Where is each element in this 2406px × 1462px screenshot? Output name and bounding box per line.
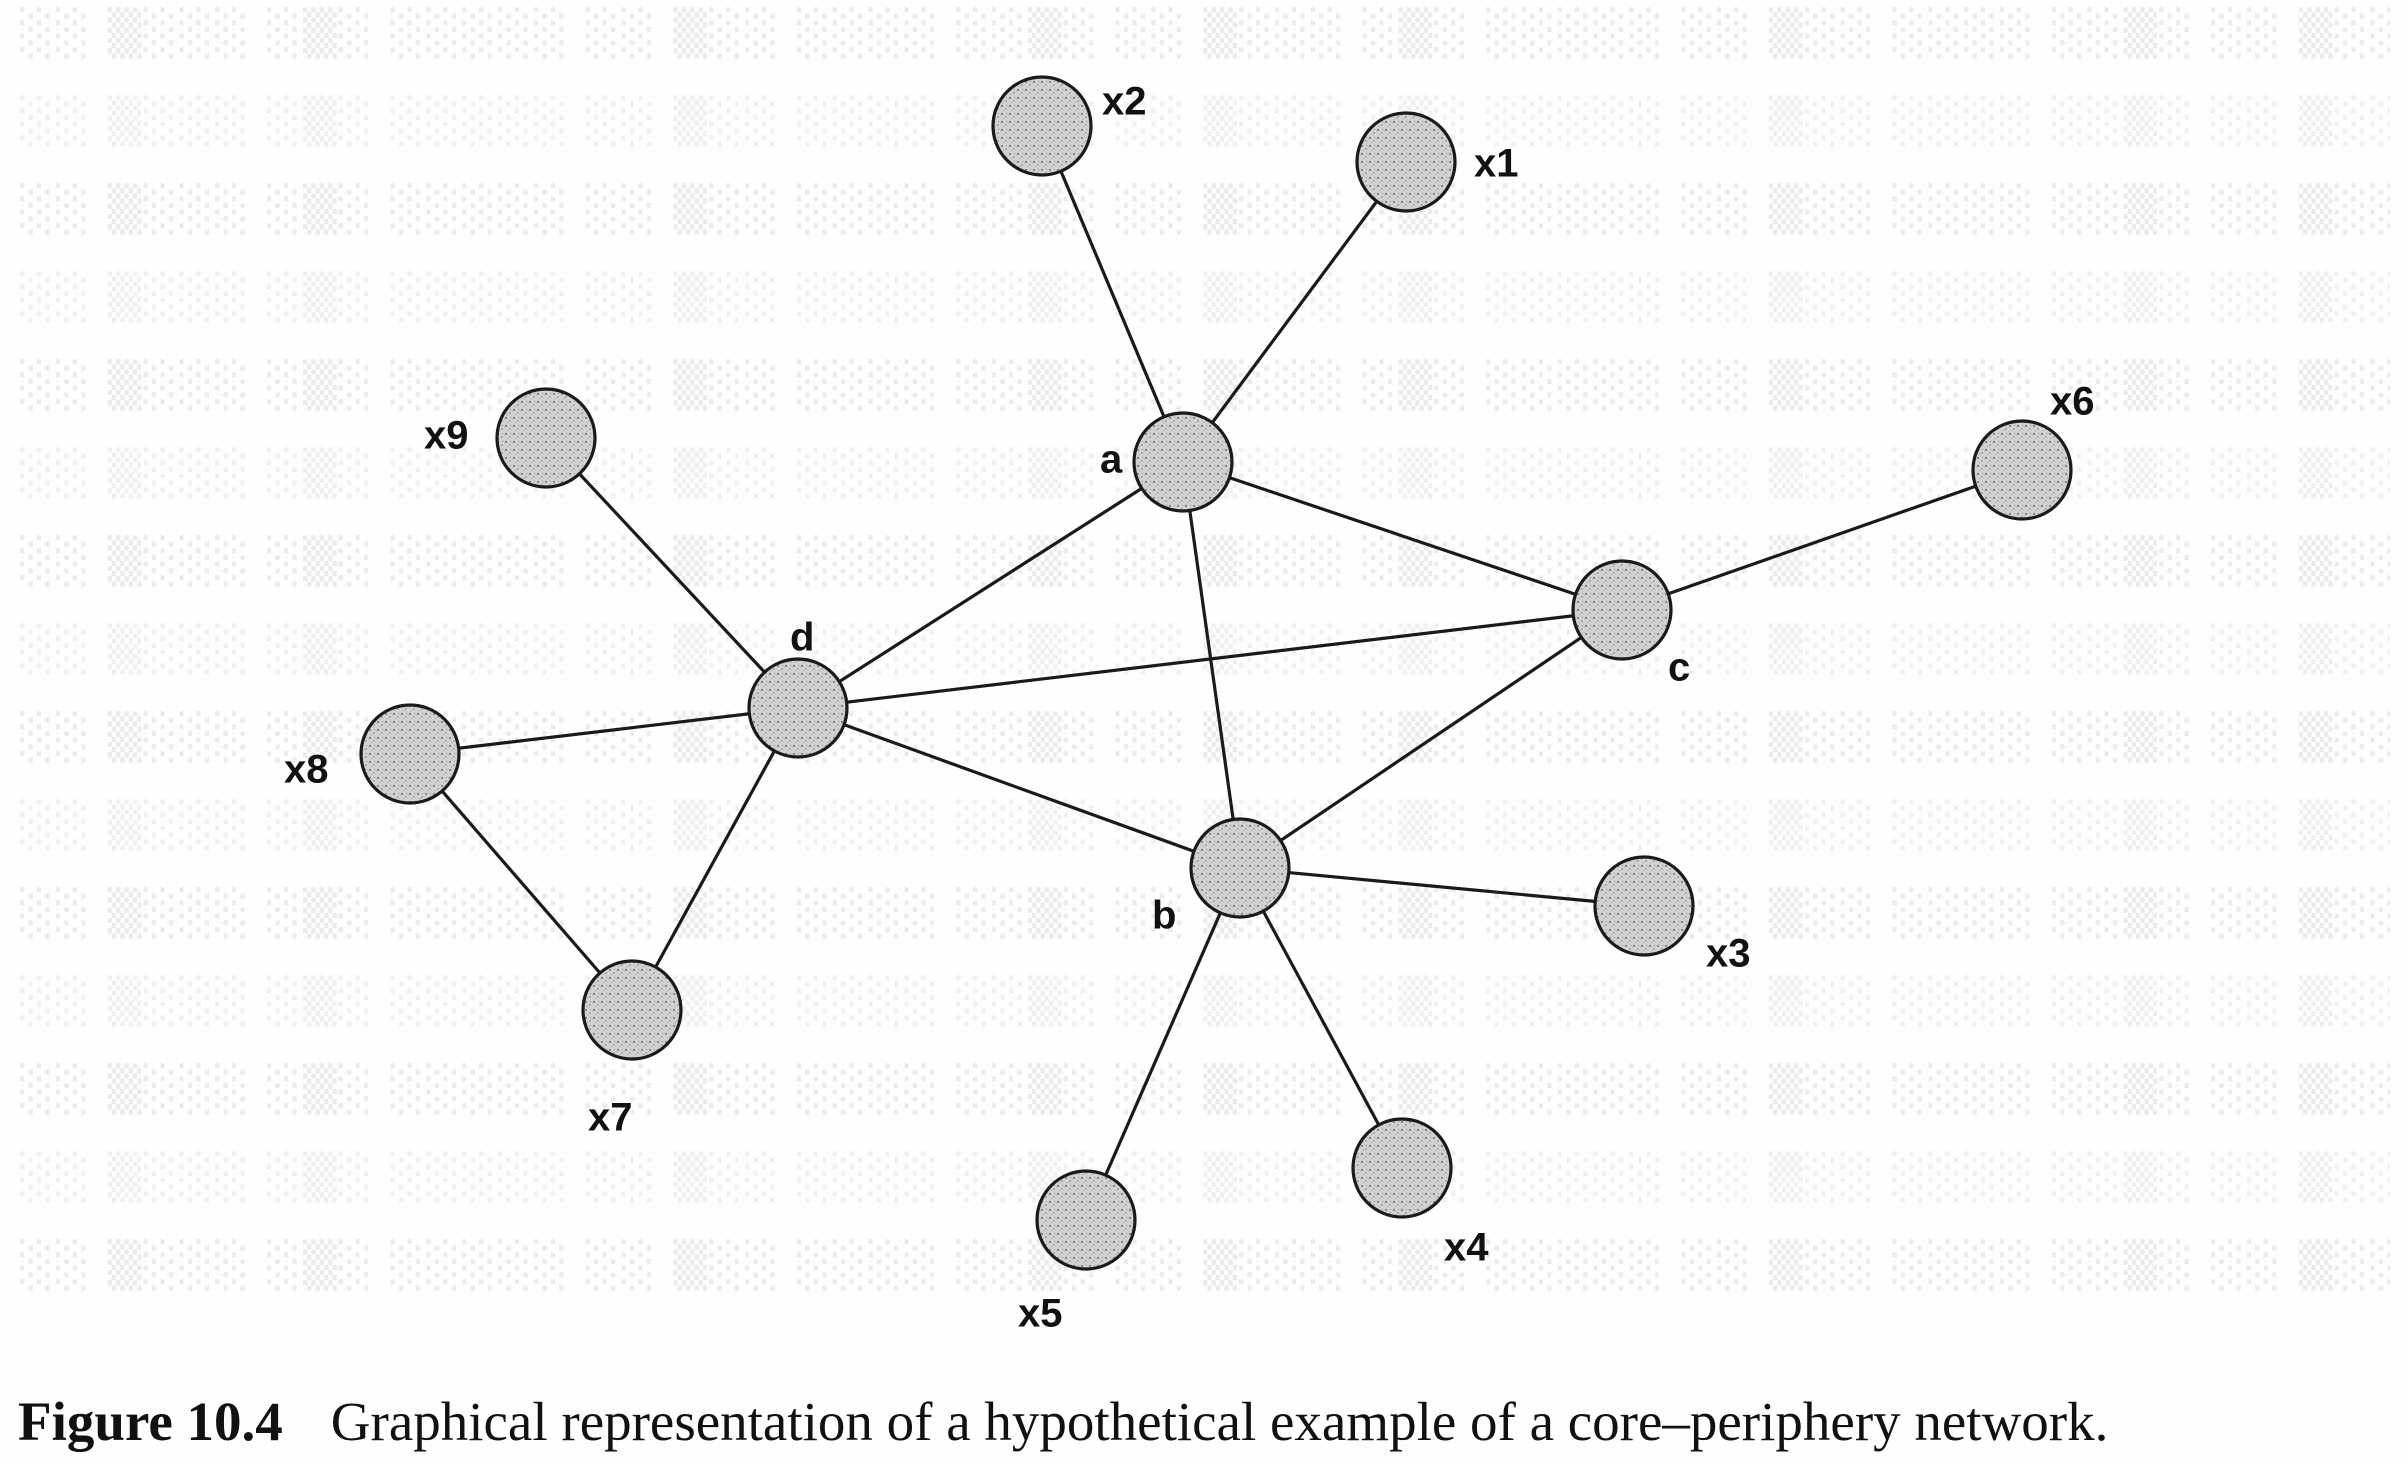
edge-a-c: [1182, 460, 1623, 612]
node-x9: [495, 387, 597, 489]
edge-d-x9: [544, 436, 800, 710]
node-x4: [1351, 1117, 1453, 1219]
edges-layer: [408, 125, 2023, 1221]
node-label-x5: x5: [1018, 1292, 1063, 1336]
show-through-line: ░░ ▒░░░ ░▒░ ░░░░░ ░░ ▒░░ ░░░░ ░░▒░ ░░ ▒░…: [20, 272, 2390, 323]
node-x5: [1035, 1169, 1137, 1271]
edge-a-d: [797, 460, 1184, 710]
node-label-x7: x7: [588, 1096, 633, 1140]
node-b: [1189, 817, 1291, 919]
figure-caption-text: Graphical representation of a hypothetic…: [330, 1391, 2109, 1452]
show-through-line: ░░ ▒░░░ ░▒░ ░░░░░ ░░ ▒░░ ░░░░ ░░▒░ ░░ ▒░…: [20, 184, 2390, 235]
edge-x8-x7: [408, 752, 634, 1012]
edge-d-x8: [409, 706, 799, 756]
labels-layer: a b c d x1 x2 x3 x4 x5 x6 x7 x8 x9: [284, 80, 2095, 1336]
show-through-line: ░░ ▒░░░ ░▒░ ░░░░░ ░░ ▒░░ ░░░░ ░░▒░ ░░ ▒░…: [20, 1152, 2390, 1203]
node-label-x9: x9: [424, 414, 469, 458]
node-x6: [1971, 419, 2073, 521]
node-d: [747, 657, 849, 759]
edge-d-b: [797, 706, 1241, 870]
edge-a-b: [1181, 461, 1242, 869]
node-label-x1: x1: [1474, 142, 1519, 186]
node-a: [1132, 411, 1234, 513]
node-label-x3: x3: [1706, 932, 1751, 976]
node-label-x6: x6: [2050, 380, 2095, 424]
node-label-x8: x8: [284, 748, 329, 792]
show-through-line: ░░ ▒░░░ ░▒░ ░░░░░ ░░ ▒░░ ░░░░ ░░▒░ ░░ ▒░…: [20, 976, 2390, 1027]
show-through-line: ░░ ▒░░░ ░▒░ ░░░░░ ░░ ▒░░ ░░░░ ░░▒░ ░░ ▒░…: [20, 1064, 2390, 1115]
edge-b-x4: [1238, 867, 1404, 1169]
node-x7: [581, 959, 683, 1061]
edge-c-x6: [1621, 468, 2023, 612]
edge-c-b: [1239, 608, 1623, 870]
node-label-x4: x4: [1444, 1226, 1489, 1270]
edge-b-x3: [1239, 866, 1645, 908]
edge-x2-a: [1040, 125, 1185, 463]
edge-x1-a: [1181, 161, 1408, 463]
node-x8: [359, 703, 461, 805]
nodes-layer: [359, 75, 2073, 1271]
node-label-b: b: [1152, 894, 1176, 938]
show-through-line: ░░ ▒░░░ ░▒░ ░░░░░ ░░ ▒░░ ░░░░ ░░▒░ ░░ ▒░…: [20, 8, 2390, 59]
show-through-line: ░░ ▒░░░ ░▒░ ░░░░░ ░░ ▒░░ ░░░░ ░░▒░ ░░ ▒░…: [20, 536, 2390, 587]
edge-d-x7: [630, 707, 800, 1011]
node-x3: [1593, 855, 1695, 957]
node-x2: [991, 75, 1093, 177]
edge-c-d: [797, 608, 1623, 710]
edge-b-x5: [1084, 867, 1242, 1221]
show-through-line: ░░ ▒░░░ ░▒░ ░░░░░ ░░ ▒░░ ░░░░ ░░▒░ ░░ ▒░…: [20, 624, 2390, 675]
figure-number: Figure 10.4: [18, 1391, 283, 1452]
show-through-line: ░░ ▒░░░ ░▒░ ░░░░░ ░░ ▒░░ ░░░░ ░░▒░ ░░ ▒░…: [20, 96, 2390, 147]
node-c: [1571, 559, 1673, 661]
node-label-a: a: [1100, 438, 1123, 482]
node-x1: [1355, 111, 1457, 213]
show-through-line: ░░ ▒░░░ ░▒░ ░░░░░ ░░ ▒░░ ░░░░ ░░▒░ ░░ ▒░…: [20, 1240, 2390, 1291]
node-label-x2: x2: [1102, 80, 1147, 124]
node-label-d: d: [790, 616, 814, 660]
figure-caption: Figure 10.4 Graphical representation of a…: [18, 1390, 2398, 1454]
node-label-c: c: [1668, 646, 1690, 690]
show-through-line: ░░ ▒░░░ ░▒░ ░░░░░ ░░ ▒░░ ░░░░ ░░▒░ ░░ ▒░…: [20, 360, 2390, 411]
